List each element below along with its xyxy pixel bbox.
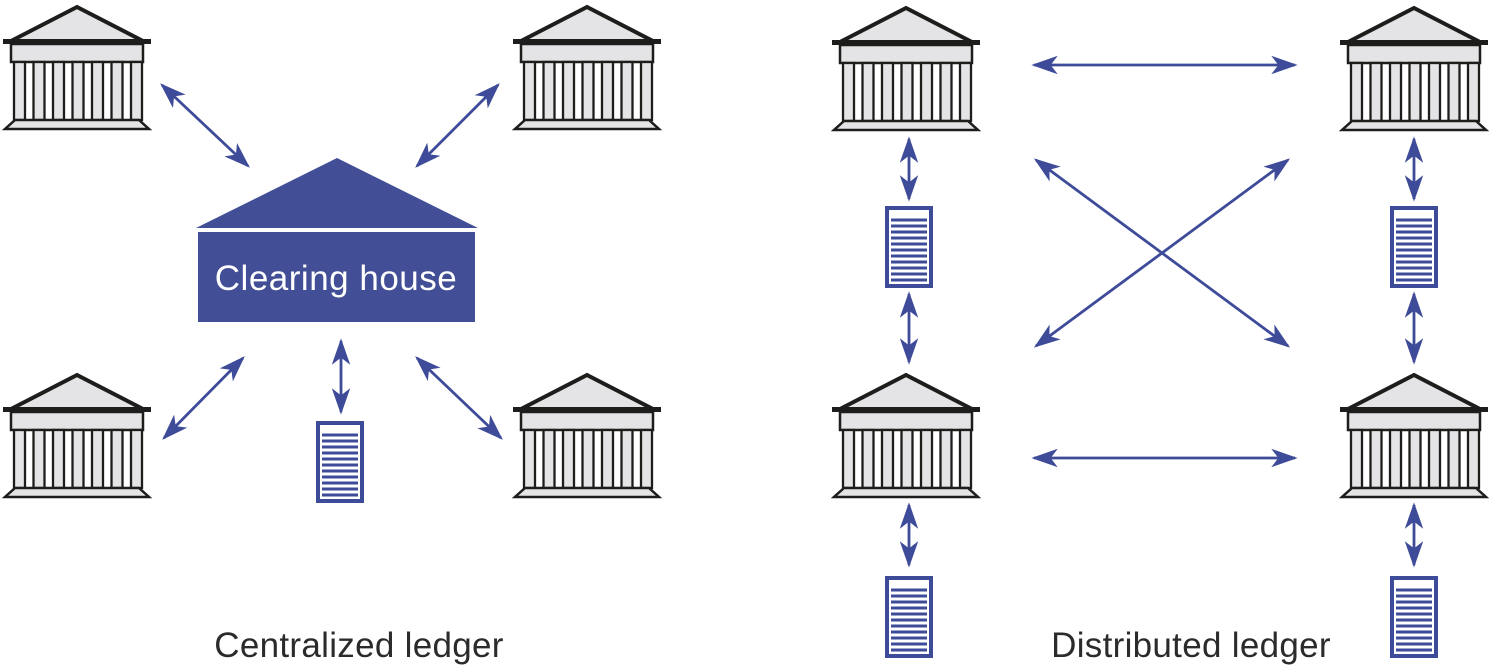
- centralized-ledger-label: Centralized ledger: [214, 626, 504, 665]
- double-arrow-bank-bank-diagonal: [1033, 158, 1291, 348]
- ledger-icon: [1390, 206, 1438, 288]
- double-arrow-bank-clearinghouse: [415, 83, 500, 168]
- bank-icon: [831, 6, 981, 132]
- clearing-house: Clearing house: [196, 158, 478, 322]
- bank-icon: [1339, 373, 1489, 499]
- bank-icon: [1339, 6, 1489, 132]
- bank-icon: [2, 5, 152, 131]
- ledger-icon: [885, 206, 933, 288]
- double-arrow-bank-clearinghouse: [160, 83, 250, 168]
- bank-icon: [512, 5, 662, 131]
- centralized-ledger-diagram: Clearing house: [2, 5, 662, 503]
- clearing-house-roof: [196, 158, 478, 228]
- ledger-icon: [316, 421, 364, 503]
- double-arrow-bank-clearinghouse: [162, 356, 245, 440]
- double-arrow-bank-clearinghouse: [415, 356, 503, 440]
- clearing-house-body: [198, 232, 475, 322]
- clearing-house-label: Clearing house: [215, 259, 457, 298]
- bank-icon: [512, 373, 662, 499]
- distributed-ledger-label: Distributed ledger: [1051, 626, 1331, 665]
- ledger-icon: [1390, 576, 1438, 658]
- ledger-icon: [885, 576, 933, 658]
- distributed-ledger-diagram: [831, 6, 1489, 658]
- bank-icon: [831, 373, 981, 499]
- bank-icon: [2, 373, 152, 499]
